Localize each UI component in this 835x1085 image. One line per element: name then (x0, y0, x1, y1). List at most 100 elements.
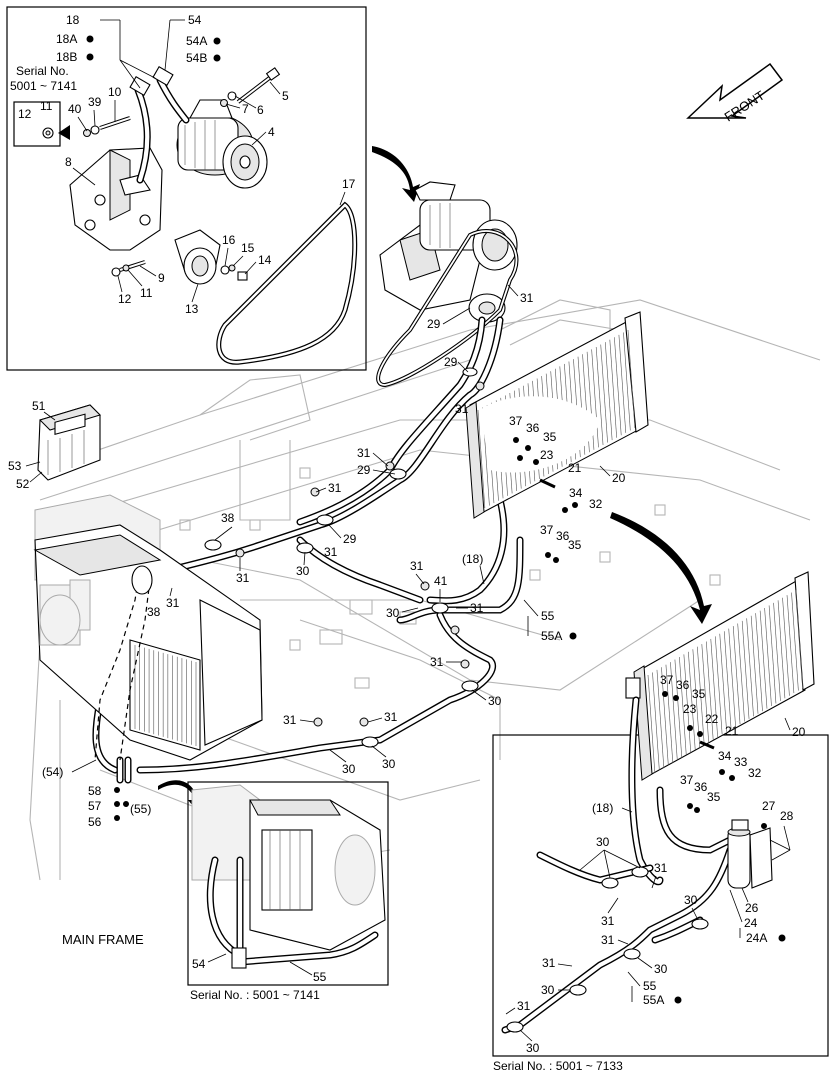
condenser-right (625, 571, 815, 781)
callout-53: 53 (8, 459, 22, 473)
callout-11: 11 (40, 99, 53, 113)
callout-38b: 38 (147, 605, 161, 619)
main-callouts-middle: 29 31 29 31 38 29 30 31 31 38 31 (18) 31… (42, 355, 577, 829)
arrow-to-right-inset (610, 512, 712, 624)
callout-55-paren: (55) (130, 802, 151, 816)
serial-inset-bottom-right: Serial No. : 5001 ~ 7133 (493, 1059, 623, 1073)
receiver-dryer (727, 819, 773, 889)
serial-inset-top-line1: Serial No. (16, 64, 69, 78)
callout-31c: 31 (357, 446, 371, 460)
callout-20: 20 (612, 471, 626, 485)
callout-58: 58 (88, 784, 102, 798)
condenser-main-callouts: 31 37 36 35 23 21 20 34 32 37 36 35 (455, 396, 626, 563)
callout-34: 34 (569, 486, 583, 500)
compressor-unit (176, 99, 268, 189)
condenser-right-fins (647, 589, 804, 774)
callout-14: 14 (258, 253, 272, 267)
callout-15: 15 (241, 241, 255, 255)
washer-7 (220, 99, 228, 107)
washer-12 (45, 130, 51, 136)
right-inset-hoses (501, 696, 734, 1034)
ac-control-panel (37, 404, 101, 481)
callout-r28: 28 (780, 809, 794, 823)
callout-8: 8 (65, 155, 72, 169)
callout-r31a: 31 (654, 861, 668, 875)
hvac-unit (33, 494, 263, 761)
hose-clamps (167, 367, 485, 748)
callout-36: 36 (526, 421, 540, 435)
callout-31d: 31 (328, 481, 342, 495)
main-frame-label: MAIN FRAME (62, 932, 144, 947)
callout-32: 32 (589, 497, 603, 511)
callout-38: 38 (221, 511, 235, 525)
callout-r33: 33 (734, 755, 748, 769)
callout-12: 12 (18, 107, 32, 121)
callout-54: 54 (188, 13, 202, 27)
bolt-5 (236, 67, 281, 104)
callout-16: 16 (222, 233, 236, 247)
callout-r31c: 31 (601, 933, 615, 947)
callout-30c: 30 (488, 694, 502, 708)
callout-37b: 37 (540, 523, 554, 537)
inset-evaporator-box (187, 781, 389, 986)
callout-18-paren: (18) (462, 552, 483, 566)
callout-r31e: 31 (517, 999, 531, 1013)
callout-29d: 29 (343, 532, 357, 546)
callout-31j: 31 (283, 713, 297, 727)
callout-r35b: 35 (707, 790, 721, 804)
callout-r35: 35 (692, 687, 706, 701)
serial-inset-top-line2: 5001 ~ 7141 (10, 79, 77, 93)
callout-52: 52 (16, 477, 30, 491)
inset-evaporator-unit (191, 784, 386, 969)
arrow-inset-to-engine (372, 146, 420, 202)
callout-55c: 55 (313, 970, 327, 984)
callout-r18-paren: (18) (592, 801, 613, 815)
callout-54-paren: (54) (42, 765, 63, 779)
callout-55A: 55A (541, 629, 562, 643)
callout-r20: 20 (792, 725, 806, 739)
callout-11b: 11 (140, 286, 153, 300)
callout-41: 41 (434, 574, 448, 588)
callout-13: 13 (185, 302, 199, 316)
callout-r27: 27 (762, 799, 776, 813)
callout-7: 7 (242, 102, 249, 116)
callout-31e: 31 (324, 545, 338, 559)
callout-36b: 36 (556, 529, 570, 543)
callout-r37: 37 (660, 673, 674, 687)
callout-57: 57 (88, 799, 102, 813)
evaporator-fins (134, 645, 197, 746)
bolt-10 (83, 116, 131, 137)
callout-31h: 31 (470, 601, 484, 615)
front-arrow: FRONT (686, 62, 784, 125)
callout-39: 39 (88, 95, 102, 109)
callout-10: 10 (108, 85, 122, 99)
callout-r30c: 30 (654, 962, 668, 976)
serial-inset-bottom-left: Serial No. : 5001 ~ 7141 (190, 988, 320, 1002)
callout-18: 18 (66, 13, 80, 27)
callout-31a: 31 (520, 291, 534, 305)
right-inset-callouts: 37 36 35 23 22 21 20 34 33 32 37 36 35 (… (505, 673, 806, 1055)
callout-9: 9 (158, 271, 165, 285)
inset-callouts: 18 18A 18B 54 54A 54B 12 11 40 39 10 8 7… (18, 13, 356, 316)
callout-30e: 30 (382, 757, 396, 771)
callout-r23: 23 (683, 702, 697, 716)
serial-subbox (13, 101, 61, 147)
callout-r31b: 31 (601, 914, 615, 928)
callout-31g0: 31 (166, 596, 180, 610)
dashed-hose-path-b (119, 579, 151, 761)
callout-r30d: 30 (541, 983, 555, 997)
callout-29c: 29 (357, 463, 371, 477)
callout-30d: 30 (342, 762, 356, 776)
callout-r34: 34 (718, 749, 732, 763)
callout-30b: 30 (386, 606, 400, 620)
callout-30a: 30 (296, 564, 310, 578)
callout-29b: 29 (444, 355, 458, 369)
callout-r36b: 36 (694, 780, 708, 794)
callout-35: 35 (543, 430, 557, 444)
callout-r21: 21 (725, 724, 739, 738)
callout-18A: 18A (56, 32, 77, 46)
inset-compressor-box (6, 6, 367, 371)
v-belt (216, 201, 358, 365)
callout-r55A: 55A (643, 993, 664, 1007)
callout-31b: 31 (455, 402, 469, 416)
